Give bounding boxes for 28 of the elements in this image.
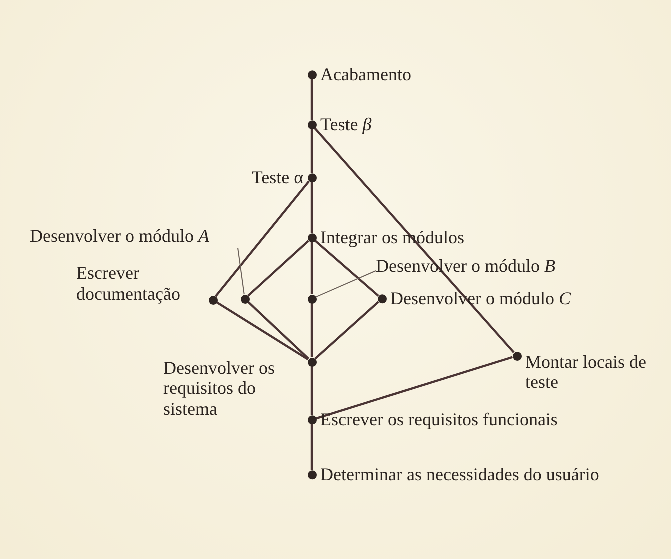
leader-line	[316, 270, 376, 298]
connector-line	[314, 240, 380, 297]
node-label: Teste α	[252, 168, 304, 188]
connector-line	[314, 128, 515, 354]
connector-line	[248, 301, 310, 360]
connector-line	[316, 356, 514, 420]
connector-line	[248, 240, 310, 297]
node-label: Desenvolver o módulo A	[30, 226, 210, 247]
node-label: Teste β	[320, 114, 372, 136]
connector-line	[310, 304, 314, 358]
node-label: Desenvolver os requisitos do sistema	[164, 358, 276, 420]
connector-line	[310, 424, 314, 470]
connector-line	[310, 242, 314, 294]
leader-line	[238, 248, 245, 296]
connector-line	[310, 182, 314, 234]
node-label: Escrever documentação	[76, 263, 182, 304]
node-dot	[240, 294, 250, 304]
node-label: Montar locais de teste	[526, 352, 648, 393]
connector-line	[310, 130, 314, 174]
node-label: Escrever os requisitos funcionais	[320, 410, 558, 430]
connector-line	[314, 301, 380, 360]
connector-line	[310, 366, 314, 416]
node-label: Acabamento	[320, 64, 412, 86]
node-dot	[308, 294, 316, 304]
connector-line	[310, 80, 314, 120]
connector-line	[216, 301, 309, 361]
node-label: Determinar as necessidades do usuário	[320, 464, 600, 486]
connector-line	[214, 180, 310, 298]
